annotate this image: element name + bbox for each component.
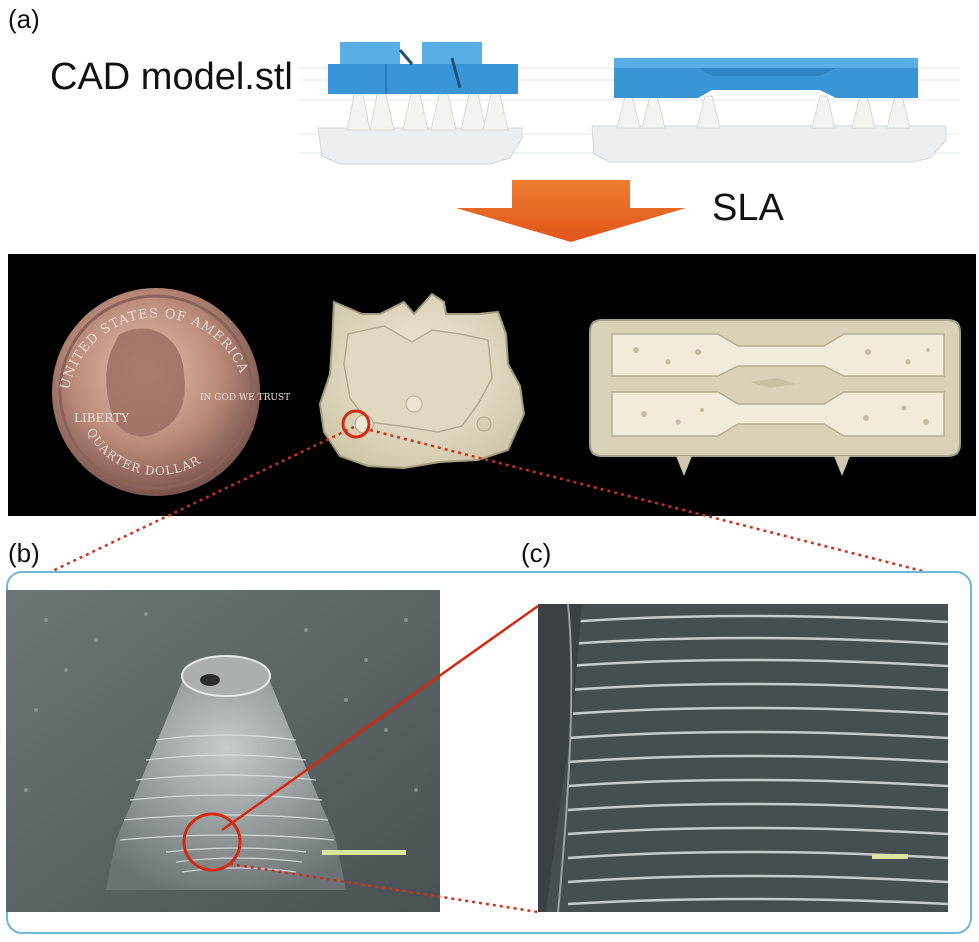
scale-bar-c <box>872 854 908 859</box>
cad-right-supports <box>616 95 911 129</box>
coin: UNITED STATES OF AMERICA QUARTER DOLLAR … <box>52 288 290 496</box>
zoom-circle-sem <box>182 812 242 872</box>
cad-left-base <box>317 127 523 165</box>
cad-right-base <box>591 125 947 163</box>
cad-left-supports <box>346 89 509 131</box>
panel-label-b: (b) <box>8 538 40 568</box>
cad-right-part <box>614 58 918 98</box>
down-arrow-icon <box>456 180 686 242</box>
coin-motto-text: IN GOD WE TRUST <box>200 393 290 403</box>
cad-left-part <box>328 42 518 94</box>
cad-model-renders <box>300 28 960 178</box>
printed-parts-photo: UNITED STATES OF AMERICA QUARTER DOLLAR … <box>8 254 976 516</box>
printed-part-dogbone <box>589 319 961 476</box>
printed-part-small <box>318 292 526 470</box>
cad-model-label: CAD model.stl <box>50 56 293 98</box>
sem-image-b <box>6 590 440 912</box>
cad-render-svg <box>300 42 960 165</box>
layer-lines <box>567 614 948 906</box>
sem-c-svg <box>538 604 948 912</box>
zoom-circle-photo <box>341 409 371 439</box>
scale-bar-b <box>322 850 406 855</box>
panel-label-a: (a) <box>8 4 40 34</box>
sem-b-svg <box>6 590 440 912</box>
panel-label-c: (c) <box>521 538 552 568</box>
process-arrow <box>450 178 690 244</box>
sem-image-c <box>538 604 948 912</box>
process-label: SLA <box>712 187 784 229</box>
photo-svg: UNITED STATES OF AMERICA QUARTER DOLLAR … <box>52 288 961 496</box>
coin-liberty-text: LIBERTY <box>74 411 130 425</box>
